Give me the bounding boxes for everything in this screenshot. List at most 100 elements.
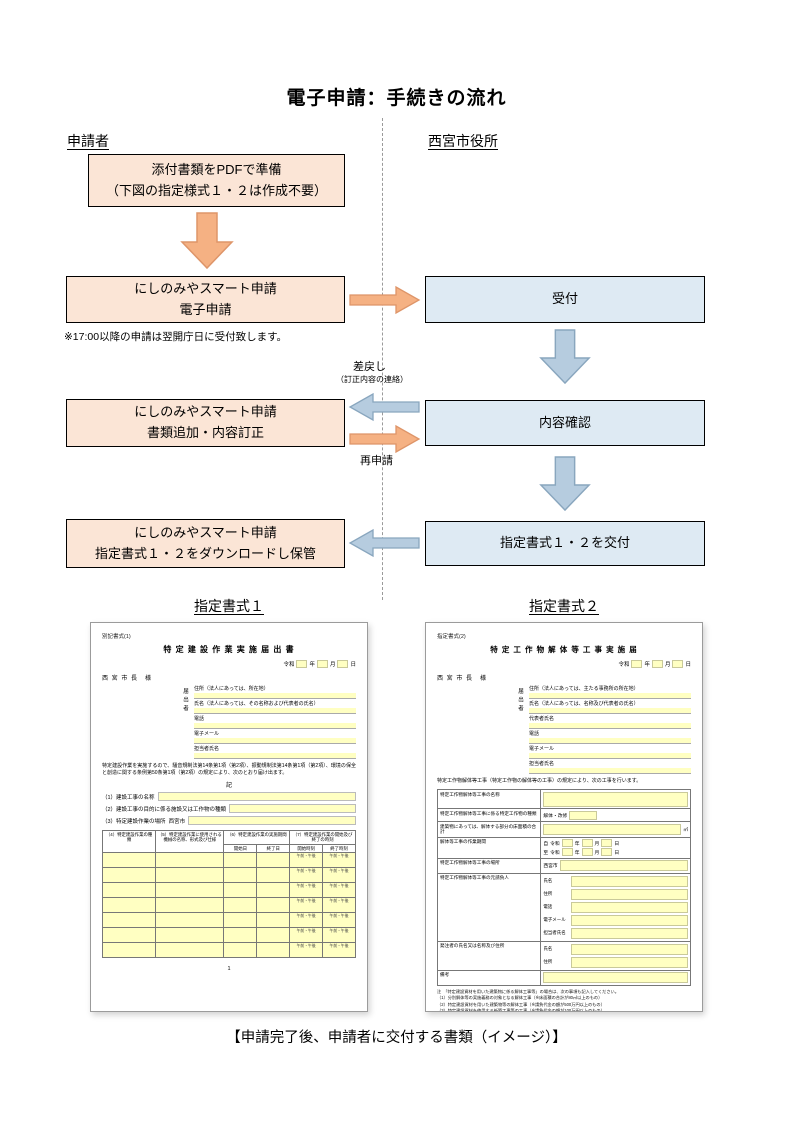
smart-apply-line1: にしのみやスマート申請	[134, 280, 277, 296]
form2-row-label: 特定工作物解体等工事の場所	[438, 858, 542, 873]
day-label: 日	[614, 841, 620, 847]
form1-field-label: 担当者氏名	[194, 746, 220, 752]
form2-field-label: 代表者氏名	[529, 716, 555, 722]
table-cell	[155, 852, 225, 868]
form2-note-item: （3）特定建設資材を使用する新築工事等の工事（※請負代金の額が100万円以上のも…	[437, 1008, 605, 1012]
field-highlight	[601, 839, 613, 848]
form2-corner-label: 指定書式(2)	[437, 634, 466, 640]
month-label: 月	[664, 662, 671, 668]
form1-table-header-row: （4）特定建設作業の種類 （5）特定建設作業に使用される機械の名称、形式及び仕様…	[101, 829, 356, 853]
table-cell: 午前・午後	[322, 852, 356, 868]
table-cell	[223, 882, 258, 898]
doc1-label: 指定書式１	[194, 598, 264, 614]
left-arrow-icon	[348, 528, 420, 558]
year-label: 年	[574, 850, 580, 856]
form2-note-item: （1）分別解体等の実施義務の対象となる解体工事（※床面積の合計が80㎡以上のもの…	[437, 995, 603, 1001]
correction-line2: 書類追加・内容訂正	[146, 425, 264, 440]
table-cell: 午前・午後	[322, 927, 356, 943]
contact-label: 電話	[543, 904, 553, 910]
down-arrow-icon	[539, 456, 591, 512]
form1-item3-label: （3）特定建設作業の場所	[102, 818, 166, 825]
form2-field-label: 住所（法人にあっては、主たる事務所の所在地）	[529, 686, 639, 692]
table-cell	[101, 867, 157, 883]
table-cell: 午前・午後	[289, 882, 324, 898]
field-highlight	[529, 708, 691, 714]
contact-label: 氏名	[543, 878, 553, 884]
issue-box: 指定書式１・２を交付	[425, 521, 705, 566]
field-highlight	[194, 708, 356, 714]
smart-apply-line2: 電子申請	[179, 301, 232, 317]
table-cell: 午前・午後	[289, 927, 324, 943]
right-arrow-icon	[349, 424, 421, 454]
form1-table-row: 午前・午後 午前・午後	[101, 912, 356, 928]
field-highlight	[337, 660, 349, 668]
table-cell	[155, 882, 225, 898]
page-title: 電子申請：手続きの流れ	[286, 87, 507, 109]
form2-row-label: 備考	[438, 970, 542, 985]
table-cell	[256, 852, 291, 868]
field-highlight	[194, 753, 356, 759]
table-cell	[155, 927, 225, 943]
form1-applicant-vertical-label: 届出者	[182, 688, 188, 714]
form1-title: 特 定 建 設 作 業 実 施 届 出 書	[163, 645, 295, 654]
reception-label: 受付	[551, 291, 578, 307]
table-cell	[223, 942, 258, 958]
form2-note-head: 注 「特定建設資材を用いた建築物に係る解体工事等」の場合は、次の事項も記入してく…	[437, 988, 619, 994]
form1-date-line: 令和 年 月 日	[102, 660, 356, 668]
table-cell	[223, 927, 258, 943]
form2-field-label: 氏名（法人にあっては、名称及び代表者の氏名）	[529, 701, 639, 707]
field-highlight	[559, 860, 688, 872]
field-highlight	[571, 875, 688, 887]
table-cell: 午前・午後	[322, 882, 356, 898]
form2-notes: 注 「特定建設資材を用いた建築物に係る解体工事等」の場合は、次の事項も記入してく…	[437, 988, 691, 1012]
form2-row-unit: ㎡	[683, 827, 688, 833]
download-box: にしのみやスマート申請 指定書式１・２をダウンロードし保管	[66, 519, 345, 568]
form2-row: 解体等工事の作業期間 自 令和 年 月 日 至 令和 年 月 日	[437, 837, 691, 859]
column-header-cityhall: 西宮市役所	[428, 133, 498, 149]
form2-row: 特定工作物解体等工事の場所 西宮市	[437, 858, 691, 874]
field-highlight	[672, 660, 684, 668]
field-highlight	[229, 803, 356, 813]
year-label: 年	[644, 662, 650, 668]
field-highlight	[157, 791, 356, 801]
form2-field-label: 担当者氏名	[529, 761, 555, 767]
form2-addressee: 西 宮 市 長 様	[437, 676, 488, 682]
form1-table-row: 午前・午後 午前・午後	[101, 927, 356, 943]
form2-applicant-fields: 届出者 住所（法人にあっては、主たる事務所の所在地） 氏名（法人にあっては、名称…	[517, 686, 691, 774]
left-arrow-icon	[348, 392, 420, 422]
form1-body-text: 特定建設作業を実施するので、騒音規制法第14条第1項（第2項）、振動規制法第14…	[102, 763, 356, 777]
contact-label: 住所	[543, 959, 553, 965]
form2-applicant-vertical-label: 届出者	[517, 688, 523, 714]
form1-item3-value: 西宮市	[168, 818, 186, 825]
field-highlight	[188, 815, 356, 825]
form2-field-label: 電子メール	[529, 746, 555, 752]
form2-row: 発注者の氏名又は名称及び住所 氏名 住所	[437, 941, 691, 971]
down-arrow-icon	[180, 212, 234, 270]
form1-item2-label: （2）建設工事の目的に係る施設又は工作物の種類	[102, 806, 227, 813]
form2-row-label: 建築物にあっては、解体する部分の床面積の合計	[438, 822, 542, 837]
prepare-documents-line1: 添付書類をPDFで準備	[151, 161, 282, 177]
form1-table-h5: （5）特定建設作業に使用される機械の名称、形式及び仕様	[155, 829, 225, 853]
table-cell	[101, 927, 157, 943]
table-cell: 午前・午後	[322, 897, 356, 913]
table-cell	[256, 882, 291, 898]
form2-period-to: 至 令和 年 月 日	[543, 848, 688, 857]
form2-table: 特定工作物解体等工事の名称 特定工作物解体等工事に係る特定工作物の種類 解体・改…	[437, 789, 691, 986]
table-cell	[223, 867, 258, 883]
form2-period-from: 自 令和 年 月 日	[543, 839, 688, 848]
form2-row-label: 解体等工事の作業期間	[438, 837, 542, 858]
form2-row: 特定工作物解体等工事の元請負人 氏名 住所 電話 電子メール 担当者氏名	[437, 873, 691, 942]
prepare-documents-line2: （下図の指定様式１・２は作成不要）	[105, 182, 327, 198]
contact-label: 担当者氏名	[543, 930, 566, 936]
era-label: 令和	[550, 850, 560, 856]
form2-field-label: 電話	[529, 731, 540, 737]
field-highlight	[601, 848, 613, 857]
field-highlight	[571, 943, 688, 955]
form1-addressee: 西 宮 市 長 様	[102, 676, 153, 682]
form2-row: 建築物にあっては、解体する部分の床面積の合計 ㎡	[437, 822, 691, 838]
table-cell: 午前・午後	[289, 897, 324, 913]
field-highlight	[561, 839, 573, 848]
prepare-documents-box: 添付書類をPDFで準備 （下図の指定様式１・２は作成不要）	[88, 154, 345, 207]
table-cell: 午前・午後	[322, 912, 356, 928]
